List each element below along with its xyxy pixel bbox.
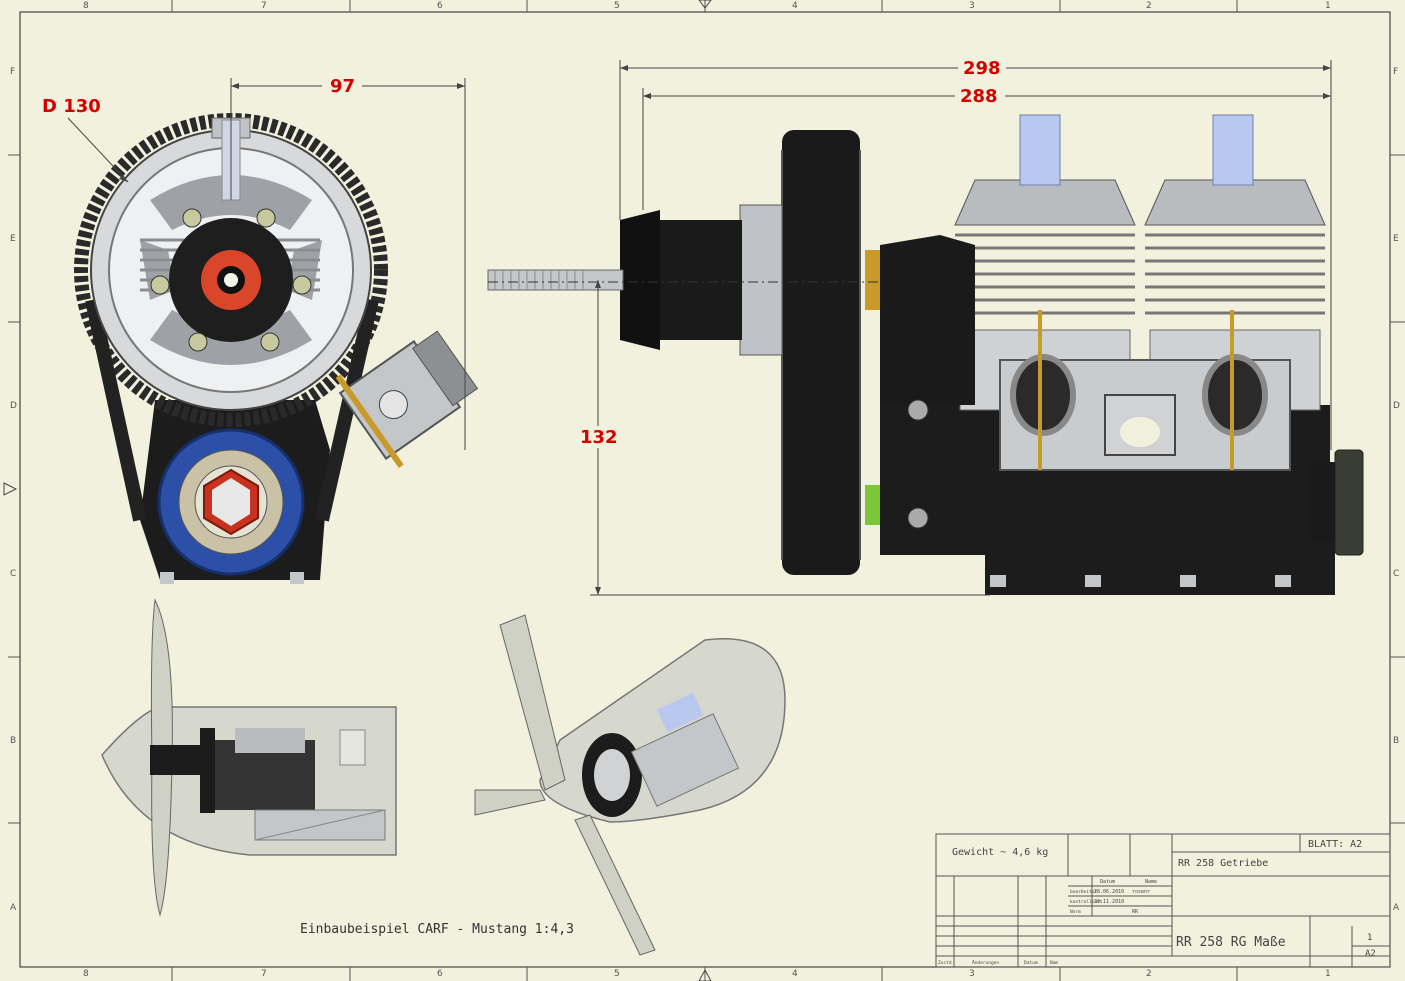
dimension-d130: D 130 (42, 96, 101, 117)
title-block (935, 833, 1391, 968)
footer-cell: Zustd (938, 960, 952, 966)
zone-col-label: 7 (261, 1, 267, 11)
weight-label: Gewicht ~ 4,6 kg (952, 847, 1048, 858)
zone-row-label: F (1393, 67, 1398, 77)
zone-col-label: 8 (83, 1, 89, 11)
front-view (74, 113, 479, 584)
zone-col-label: 8 (83, 969, 89, 979)
title-block-text: Gewicht ~ 4,6 kg BLATT: A2 RR 258 Getrie… (938, 839, 1376, 966)
row-label: Norm (1070, 909, 1081, 915)
center-mark-icon (698, 0, 712, 9)
row-label: kontrolliert (1070, 899, 1103, 905)
gearbox-arm (880, 235, 975, 405)
zone-col-label: 2 (1146, 1, 1152, 11)
propeller-hub-block (739, 204, 783, 356)
dimension-288: 288 (960, 86, 998, 107)
rear-starter (1334, 449, 1364, 556)
sheet-size: A2 (1365, 949, 1376, 959)
footer-cell: Änderungen (972, 959, 999, 966)
row-name: rosenr (1132, 889, 1150, 895)
front-dimensions: 97 D 130 (42, 74, 466, 450)
zone-row-label: C (10, 569, 16, 579)
zone-col-label: 6 (437, 969, 443, 979)
zone-row-label: F (10, 67, 15, 77)
install-example-iso (474, 614, 786, 956)
zone-columns: 8 7 6 5 4 3 2 1 8 7 6 5 4 3 2 1 (83, 1, 1331, 979)
sheet-number: 1 (1367, 933, 1372, 943)
zone-row-label: B (1393, 736, 1399, 746)
column-datum: Datum (1100, 879, 1115, 885)
belt-pulley-side (782, 130, 860, 575)
dimension-298: 298 (963, 58, 1001, 79)
zone-row-label: A (1393, 903, 1400, 913)
drawing-title: RR 258 RG Maße (1176, 935, 1286, 950)
footer-cell: Nam (1050, 960, 1058, 966)
threaded-shaft (487, 269, 624, 291)
row-label: bearbeitet (1070, 889, 1097, 895)
side-dimensions: 298 288 132 (578, 56, 1332, 596)
zone-row-label: A (10, 903, 17, 913)
zone-row-label: E (1393, 234, 1399, 244)
zone-col-label: 2 (1146, 969, 1152, 979)
zone-col-label: 4 (792, 1, 798, 11)
row-date: 28.06.2010 (1094, 889, 1124, 895)
zone-col-label: 7 (261, 969, 267, 979)
zone-row-label: B (10, 736, 16, 746)
row-name: RR (1132, 909, 1139, 915)
footer-cell: Datum (1024, 960, 1038, 966)
zone-col-label: 3 (969, 1, 975, 11)
zone-row-label: C (1393, 569, 1399, 579)
center-mark-icon (3, 482, 18, 496)
dimension-97: 97 (330, 76, 355, 97)
sheet-label: BLATT: A2 (1308, 839, 1362, 850)
zone-row-label: D (1393, 401, 1400, 411)
zone-col-label: 4 (792, 969, 798, 979)
zone-row-label: E (10, 234, 16, 244)
zone-col-label: 5 (614, 969, 620, 979)
zone-rows: F E D C B A F E D C B A (10, 67, 1400, 913)
column-name: Name (1145, 879, 1157, 885)
center-mark-icon (698, 968, 712, 981)
install-example-side (101, 598, 397, 917)
zone-ticks (8, 0, 1405, 981)
row-date: 30.11.2010 (1094, 899, 1124, 905)
project-name: RR 258 Getriebe (1178, 858, 1268, 869)
zone-col-label: 1 (1325, 969, 1331, 979)
installation-caption: Einbaubeispiel CARF - Mustang 1:4,3 (300, 922, 574, 937)
zone-col-label: 3 (969, 969, 975, 979)
zone-col-label: 6 (437, 1, 443, 11)
zone-col-label: 5 (614, 1, 620, 11)
dimension-132: 132 (580, 427, 618, 448)
zone-col-label: 1 (1325, 1, 1331, 11)
zone-row-label: D (10, 401, 17, 411)
side-view (487, 114, 1364, 595)
